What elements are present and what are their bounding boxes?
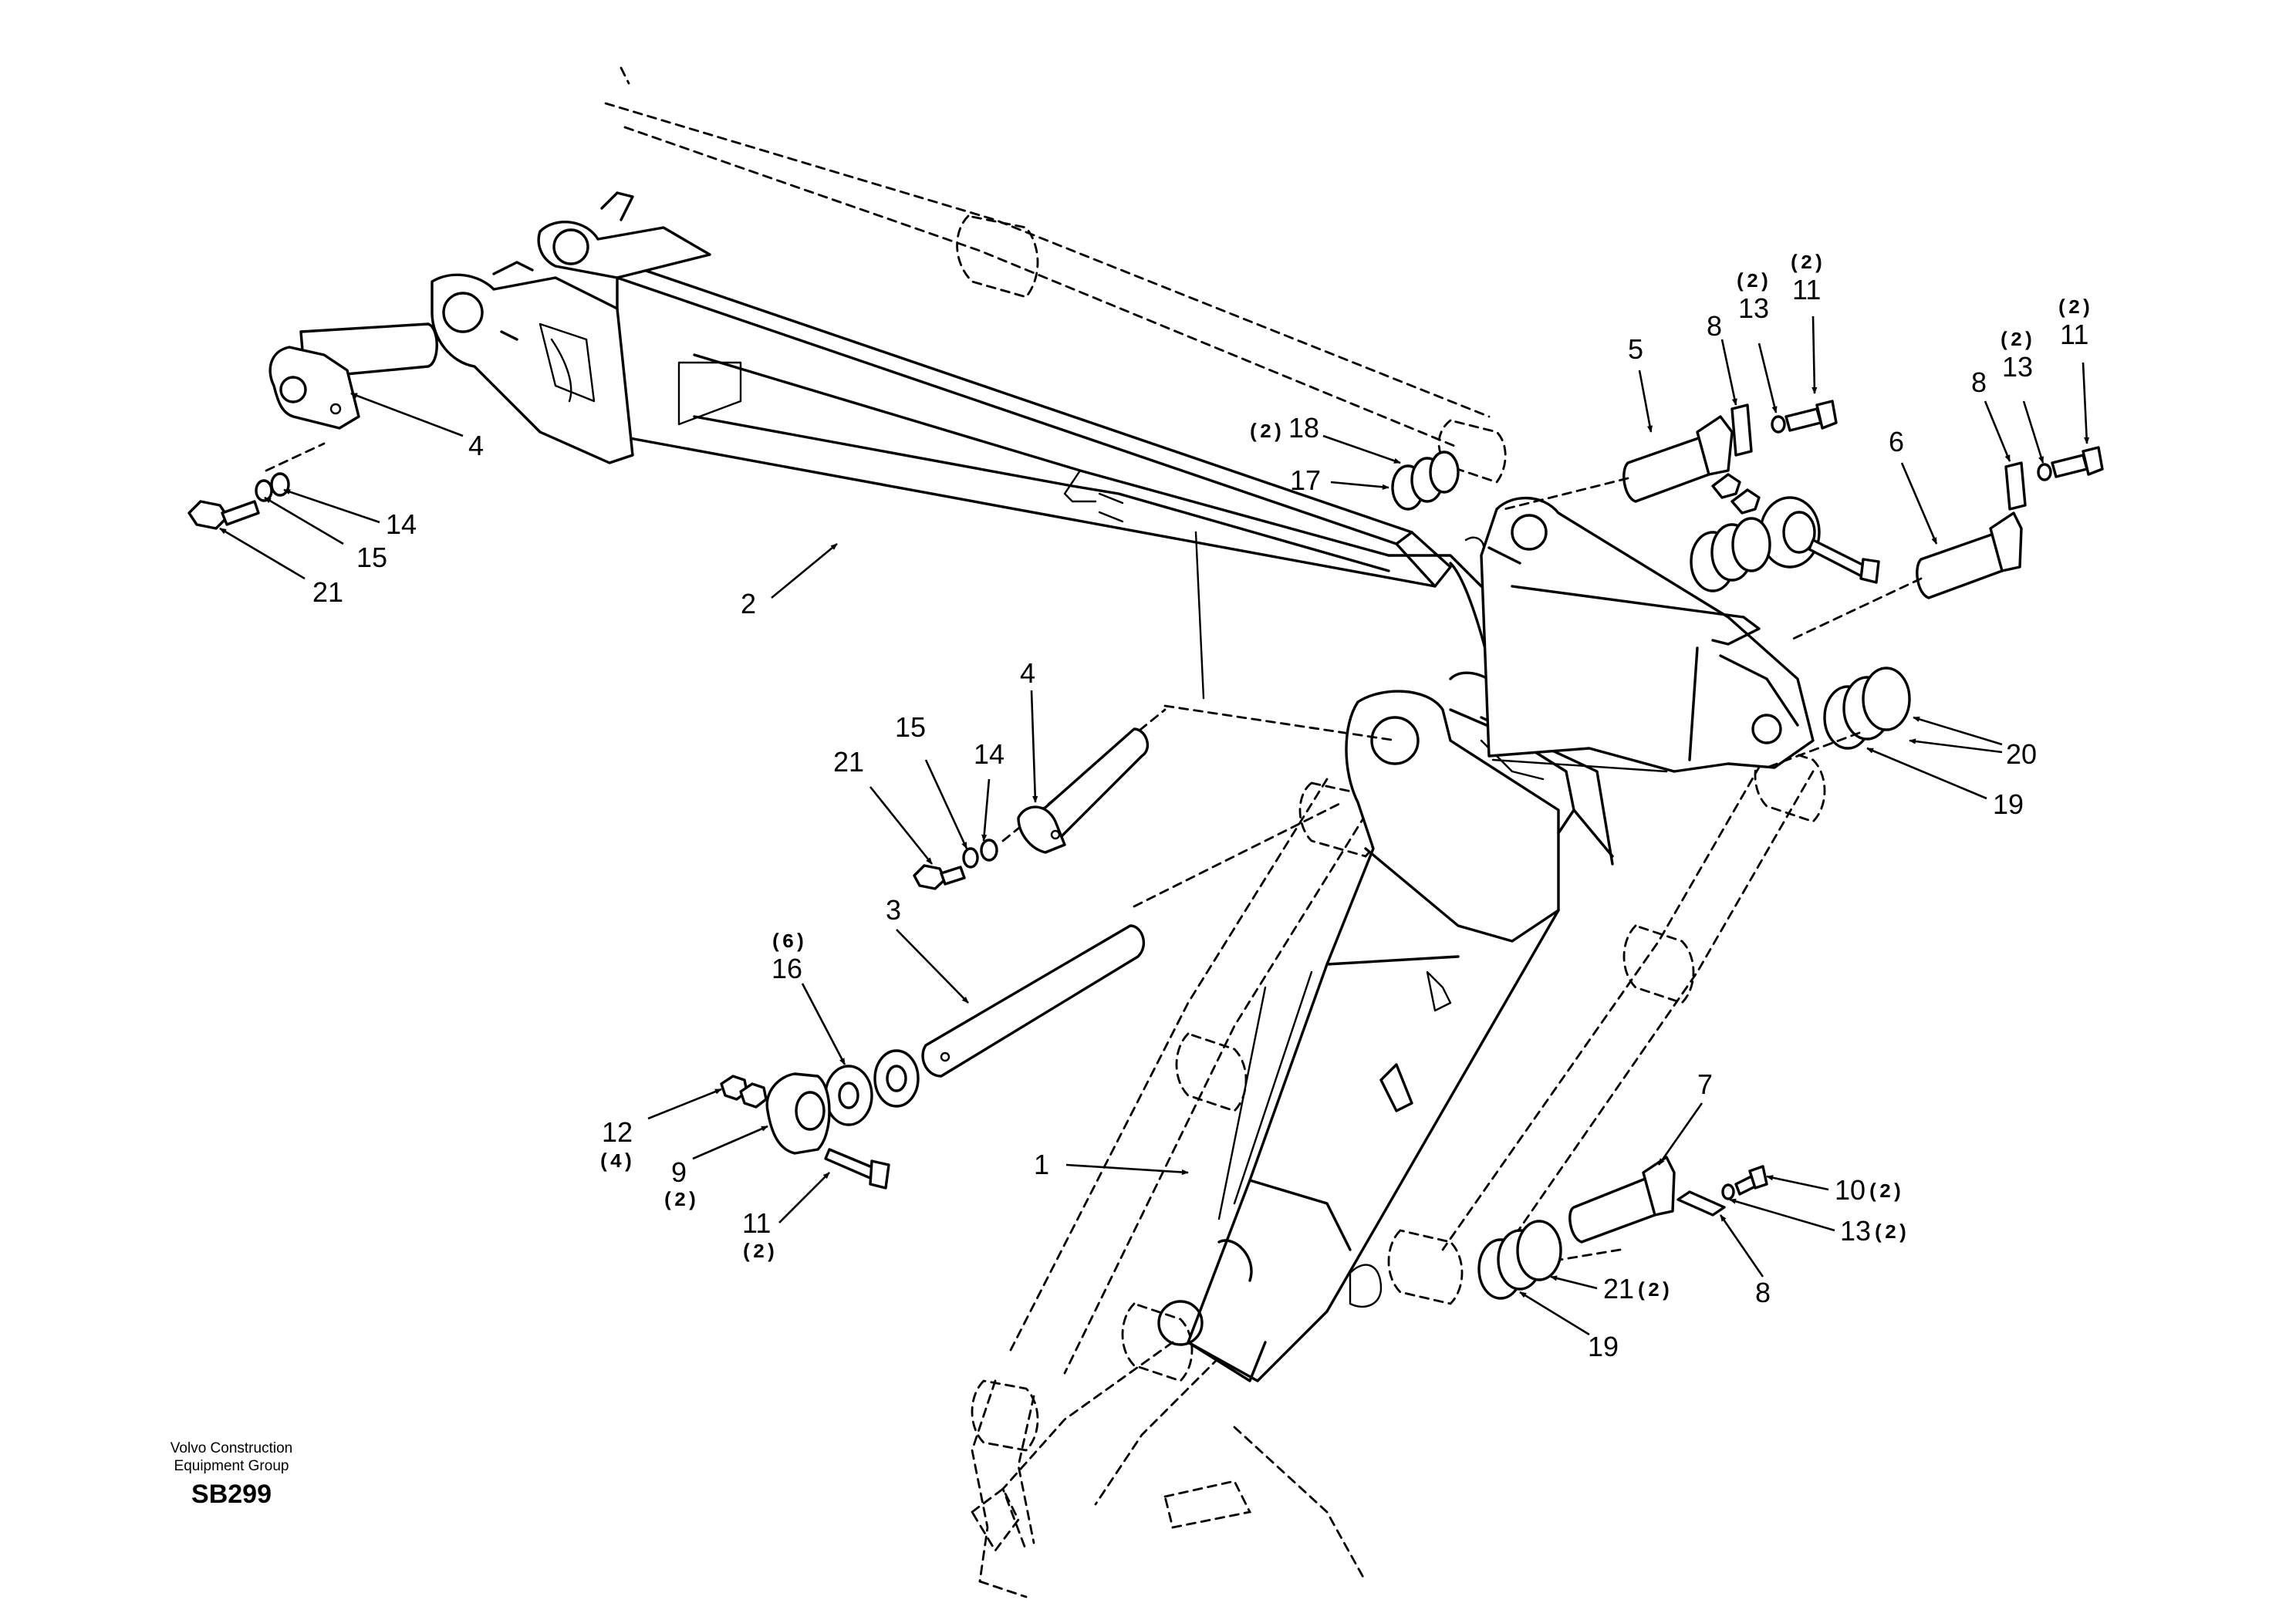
diagram-code: SB299 bbox=[191, 1480, 272, 1509]
pin-part-7 bbox=[1568, 1156, 1676, 1244]
callout-13b-qty: (2) bbox=[1998, 329, 2034, 352]
callout-20: 20 bbox=[2006, 738, 2037, 770]
nuts-part-12 bbox=[720, 1075, 768, 1109]
callout-11b: 11 bbox=[2060, 319, 2088, 350]
plate-part-8-upper bbox=[1730, 403, 1753, 457]
callout-21c: 21 bbox=[1603, 1273, 1634, 1304]
callout-21c-qty: (2) bbox=[1636, 1279, 1672, 1302]
callout-3: 3 bbox=[886, 894, 901, 926]
bolt-part-10 bbox=[1721, 1165, 1768, 1200]
credit-line-1: Volvo Construction bbox=[170, 1440, 293, 1456]
plate-part-8-lower bbox=[1676, 1190, 1726, 1217]
callout-13-qty: (2) bbox=[1734, 270, 1771, 293]
callout-5: 5 bbox=[1628, 333, 1643, 365]
callout-13: 13 bbox=[1738, 292, 1769, 324]
callout-21: 21 bbox=[312, 576, 343, 608]
callout-12-qty: (4) bbox=[598, 1150, 634, 1173]
callout-11: 11 bbox=[1792, 274, 1821, 305]
callout-10: 10 bbox=[1835, 1174, 1866, 1206]
callout-19b: 19 bbox=[1588, 1331, 1619, 1362]
callout-18-qty: (2) bbox=[1248, 420, 1284, 444]
shims-part-21-lower bbox=[1477, 1220, 1562, 1300]
callout-15b: 15 bbox=[895, 711, 926, 743]
shims-part-20 bbox=[1823, 667, 1911, 750]
callout-9-qty: (2) bbox=[662, 1189, 698, 1212]
callout-15: 15 bbox=[356, 542, 387, 573]
callout-11-qty: (2) bbox=[1788, 251, 1825, 275]
bolt-washer-set-upper-right bbox=[1771, 400, 1838, 434]
callout-4: 4 bbox=[468, 430, 484, 461]
bolt-part-11-lower bbox=[824, 1148, 890, 1190]
pin-part-5 bbox=[1622, 415, 1734, 503]
callout-18: 18 bbox=[1288, 412, 1319, 444]
callout-11b-qty: (2) bbox=[2056, 296, 2092, 319]
callout-21b: 21 bbox=[833, 746, 864, 778]
callout-13b: 13 bbox=[2002, 351, 2033, 383]
callout-8: 8 bbox=[1707, 310, 1722, 342]
pin-part-4-middle bbox=[1017, 727, 1150, 854]
callout-2: 2 bbox=[741, 588, 756, 619]
callout-12: 12 bbox=[602, 1116, 633, 1148]
callout-17: 17 bbox=[1290, 464, 1321, 496]
credit-line-2: Equipment Group bbox=[174, 1458, 289, 1474]
callout-8c: 8 bbox=[1755, 1277, 1771, 1308]
callout-14b: 14 bbox=[974, 738, 1004, 770]
bolt-washer-set-middle bbox=[913, 839, 998, 890]
publisher-credit: Volvo Construction Equipment Group bbox=[135, 1439, 328, 1475]
alignment-lines bbox=[265, 442, 1923, 1267]
shims-part-16 bbox=[824, 1049, 920, 1126]
callout-19: 19 bbox=[1993, 788, 2024, 820]
bolt-washer-set-upper-left bbox=[187, 472, 290, 530]
callout-4b: 4 bbox=[1020, 657, 1035, 689]
boom-part-1 bbox=[1157, 496, 1815, 1382]
callout-11c: 11 bbox=[742, 1207, 771, 1239]
pin-part-6 bbox=[1916, 511, 2023, 599]
callout-10-qty: (2) bbox=[1867, 1180, 1903, 1203]
bolt-washer-set-right bbox=[2037, 446, 2104, 481]
callout-8b: 8 bbox=[1971, 366, 1987, 398]
callout-14: 14 bbox=[386, 508, 417, 540]
callout-1: 1 bbox=[1034, 1149, 1049, 1180]
arm-part-2 bbox=[430, 191, 1491, 700]
callout-16-qty: (6) bbox=[770, 930, 806, 953]
ghost-arm-cylinder bbox=[604, 66, 1507, 484]
callout-11c-qty: (2) bbox=[741, 1240, 777, 1264]
pin-part-4-upper bbox=[268, 322, 438, 430]
pin-part-3 bbox=[921, 924, 1146, 1078]
callout-9: 9 bbox=[671, 1156, 687, 1188]
callout-13c: 13 bbox=[1840, 1215, 1871, 1247]
collar-part-9 bbox=[765, 1072, 831, 1155]
collar-and-bolt-upper bbox=[1690, 473, 1880, 592]
callout-labels: 4 14 15 21 2 (2) 18 17 5 8 (2) 13 (2) 11… bbox=[312, 251, 2092, 1362]
shim-part-17-18 bbox=[1391, 451, 1460, 511]
callout-7: 7 bbox=[1697, 1068, 1713, 1100]
callout-13c-qty: (2) bbox=[1872, 1221, 1909, 1244]
ghost-boom-cylinders bbox=[971, 739, 1826, 1598]
callout-16: 16 bbox=[772, 953, 802, 984]
plate-part-8-right bbox=[2004, 461, 2027, 511]
callout-6: 6 bbox=[1889, 426, 1904, 457]
leader-lines bbox=[219, 316, 2090, 1336]
